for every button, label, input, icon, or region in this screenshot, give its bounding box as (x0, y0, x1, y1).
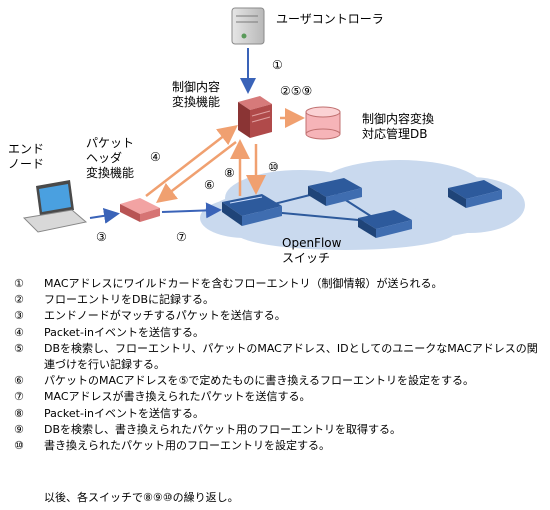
db-label: 制御内容変換 対応管理DB (362, 112, 435, 141)
end-node-label: エンド ノード (8, 142, 45, 171)
control-converter-label: 制御内容 変換機能 (172, 80, 221, 109)
openflow-switch-2 (308, 178, 362, 206)
packet-header-converter-icon (120, 198, 160, 222)
step-marker-10: ⑩ (268, 160, 279, 174)
openflow-switch-1 (222, 194, 282, 226)
step-marker-3: ③ (96, 230, 107, 244)
step-marker-8: ⑧ (224, 166, 235, 180)
step-marker-6: ⑥ (204, 178, 215, 192)
step-marker-2-5-9: ②⑤⑨ (280, 84, 313, 98)
user-controller-server-icon (231, 7, 265, 45)
diagram-canvas (22, 7, 525, 250)
blue-arrows (89, 48, 256, 224)
orange-arrows (145, 108, 305, 204)
packet-header-converter-label: パケット ヘッダ 変換機能 (86, 136, 135, 180)
step-marker-1: ① (272, 58, 283, 72)
user-controller-label: ユーザコントローラ (276, 12, 384, 26)
openflow-switch-label: OpenFlow スイッチ (282, 236, 342, 265)
end-node-laptop-icon (22, 180, 88, 233)
footer-note: 以後、各スイッチで⑧⑨⑩の繰り返し。 (44, 491, 239, 504)
control-converter-server-icon (238, 96, 272, 138)
database-icon (305, 106, 341, 140)
openflow-switch-4 (448, 180, 502, 208)
step-marker-7: ⑦ (176, 230, 187, 244)
system-diagram: ユーザコントローラ 制御内容 変換機能 制御内容変換 対応管理DB エンド ノー… (8, 7, 525, 265)
openflow-switch-3 (358, 210, 412, 238)
step-marker-4: ④ (150, 150, 161, 164)
